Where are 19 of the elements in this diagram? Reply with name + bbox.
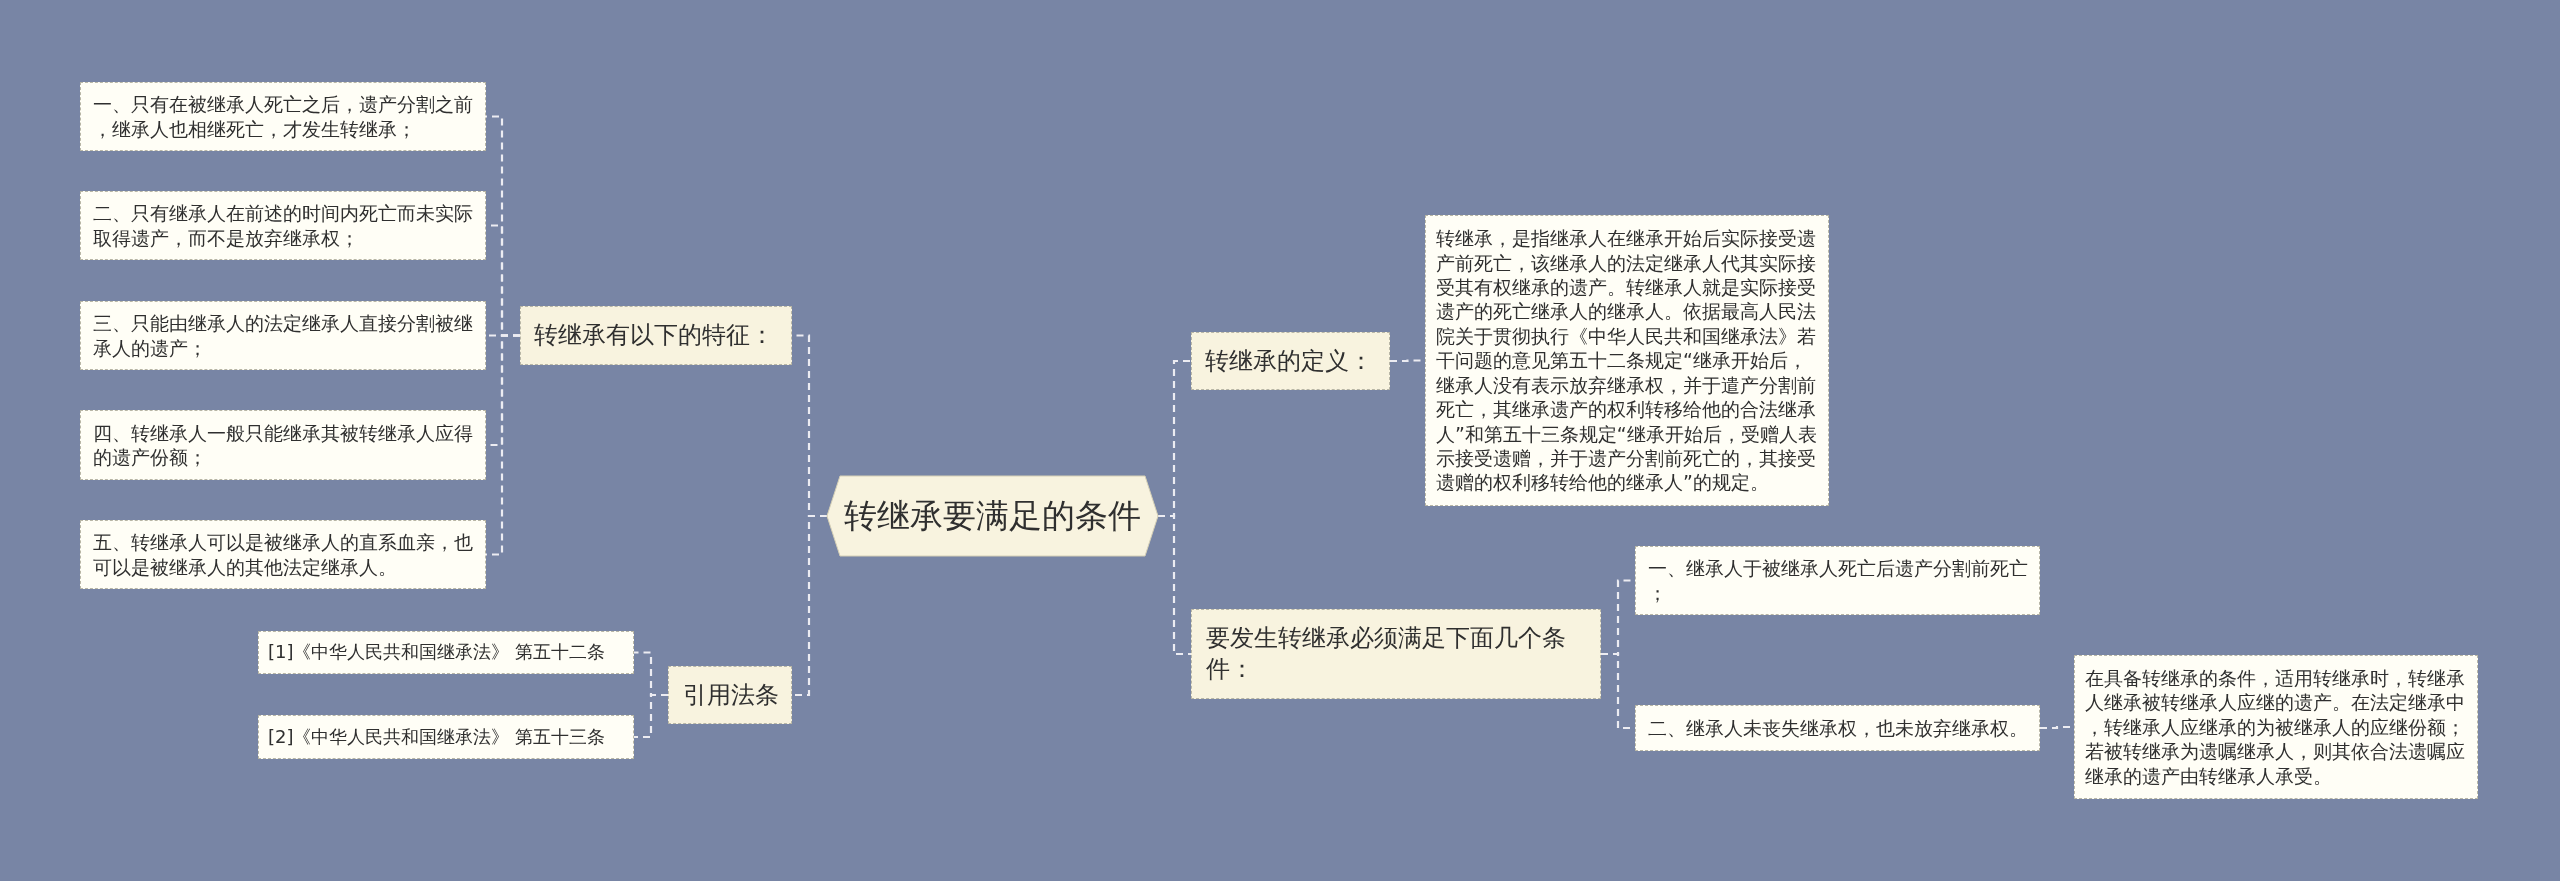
topic-box: 转继承有以下的特征： (520, 306, 792, 365)
note-box: 二、继承人未丧失继承权，也未放弃继承权。 (1635, 705, 2040, 751)
topic-box: 转继承的定义： (1191, 332, 1390, 390)
connector-line (1158, 514, 1191, 656)
connector-line (634, 693, 668, 739)
note-box: [2]《中华人民共和国继承法》 第五十三条 (258, 715, 634, 759)
note-box: 一、只有在被继承人死亡之后，遗产分割之前，继承人也相继死亡，才发生转继承； (80, 82, 486, 151)
connector-line (792, 514, 827, 697)
note-box: 在具备转继承的条件，适用转继承时，转继承人继承被转继承人应继的遗产。在法定继承中，转继承人应继承的为被继承人的应继份额；若被转继承为遗嘱继承人，则其依合法遗嘱应继承的遗产由转继承人承受。 (2074, 655, 2478, 799)
note-box: 四、转继承人一般只能继承其被转继承人应得的遗产份额； (80, 410, 486, 480)
note-box: 一、继承人于被继承人死亡后遗产分割前死亡； (1635, 546, 2040, 615)
note-box: 五、转继承人可以是被继承人的直系血亲，也可以是被继承人的其他法定继承人。 (80, 520, 486, 589)
hexagon-node: 转继承要满足的条件 (827, 476, 1158, 556)
note-box: 转继承，是指继承人在继承开始后实际接受遗产前死亡，该继承人的法定继承人代其实际接受其有权继承的遗产。转继承人就是实际接受遗产的死亡继承人的继承人。依据最高人民法院关于贯彻执行《中华人民共和国继承法》若干问题的意见第五十二条规定“继承开始后，继承人没有表示放弃继承权，并于遣产分割前死亡，其继承遗产的权利转移给他的合法继承人”和第五十三条规定“继承开始后，受赠人表示接受遗赠，并于遗产分割前死亡的，其接受遗赠的权利移转给他的继承人”的规定。 (1425, 215, 1829, 506)
topic-box: 要发生转继承必须满足下面几个条件： (1191, 609, 1601, 699)
note-box: 三、只能由继承人的法定继承人直接分割被继承人的遗产； (80, 301, 486, 370)
note-box: [1]《中华人民共和国继承法》 第五十二条 (258, 631, 634, 674)
note-box: 二、只有继承人在前述的时间内死亡而未实际取得遗产，而不是放弃继承权； (80, 191, 486, 260)
topic-box: 引用法条 (668, 666, 792, 724)
